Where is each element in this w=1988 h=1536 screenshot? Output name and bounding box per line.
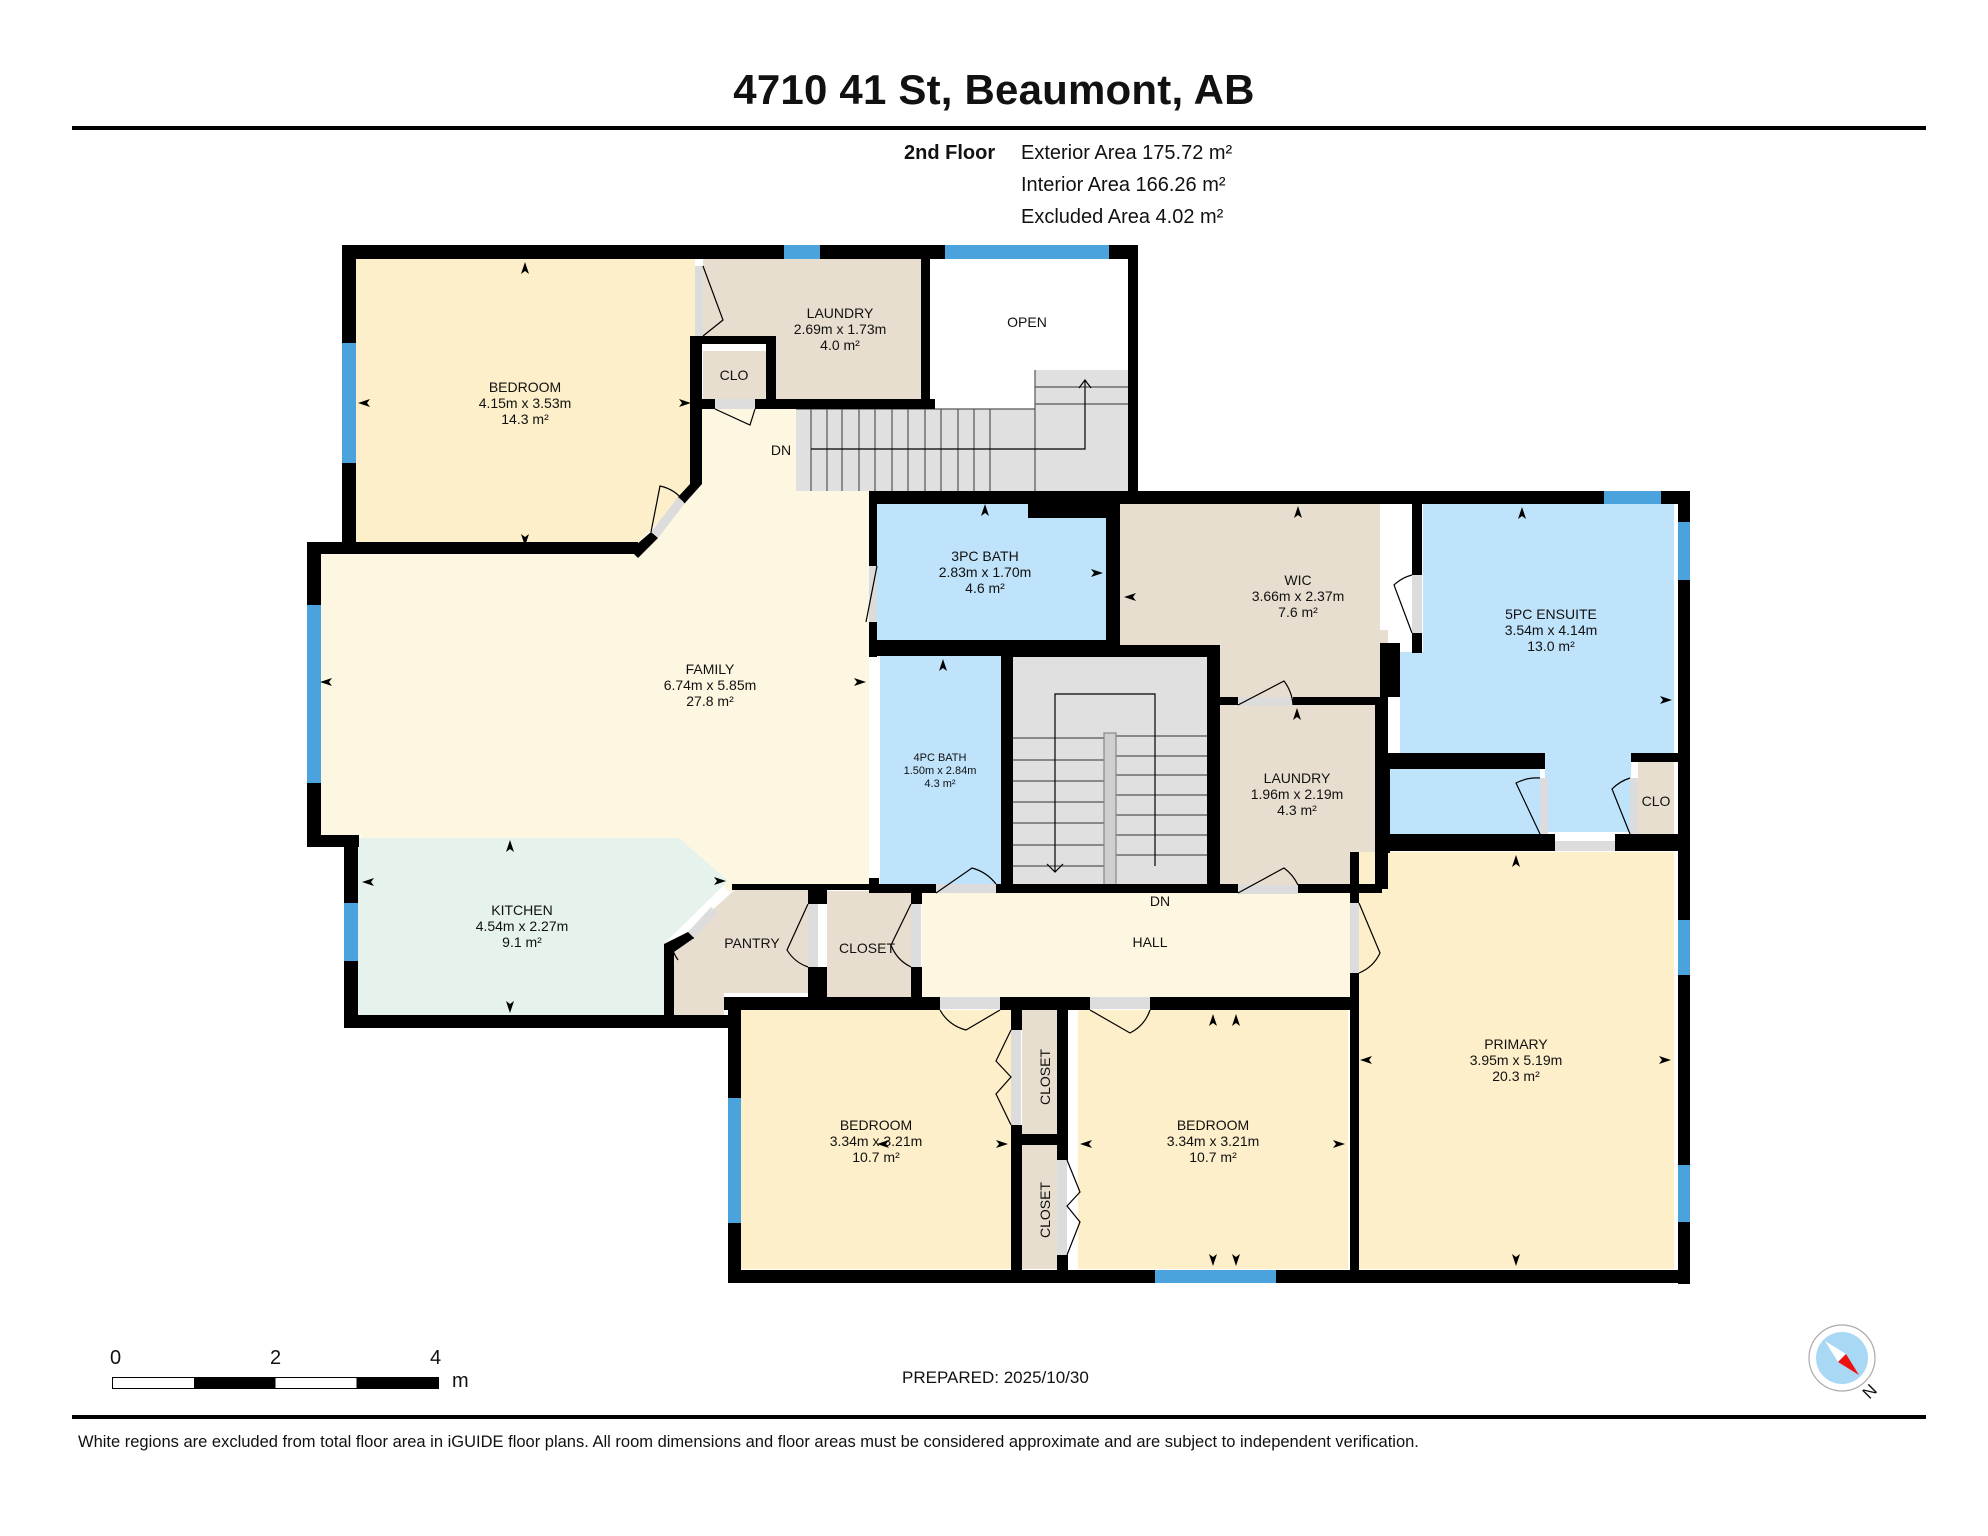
header-divider — [72, 126, 1926, 130]
label-bedroom-se-dims: 3.34m x 3.21m — [1167, 1133, 1260, 1149]
interior-area: Interior Area 166.26 m² — [1021, 174, 1226, 196]
label-clo-upper: CLO — [720, 367, 749, 383]
page-title: 4710 41 St, Beaumont, AB — [733, 66, 1255, 113]
room-clo-ensuite[interactable] — [1638, 762, 1674, 834]
label-primary-name: PRIMARY — [1484, 1036, 1548, 1052]
scale-unit: m — [452, 1370, 469, 1392]
label-3pc-bath-dims: 2.83m x 1.70m — [939, 564, 1032, 580]
label-laundry-lower-dims: 1.96m x 2.19m — [1251, 786, 1344, 802]
room-family[interactable] — [321, 408, 869, 895]
label-wic-name: WIC — [1284, 572, 1311, 588]
room-laundry-upper[interactable] — [703, 259, 921, 400]
room-closet-a[interactable] — [1022, 1010, 1057, 1134]
label-bedroom-nw-name: BEDROOM — [489, 379, 561, 395]
label-closet-b: CLOSET — [1037, 1182, 1053, 1238]
floor-label: 2nd Floor — [904, 142, 996, 164]
label-ensuite-name: 5PC ENSUITE — [1505, 606, 1597, 622]
label-hall: HALL — [1132, 934, 1167, 950]
room-bedroom-se[interactable] — [1078, 1010, 1348, 1269]
label-kitchen-area: 9.1 m² — [502, 934, 542, 950]
room-bedroom-nw[interactable] — [355, 259, 695, 550]
label-4pc-bath-dims: 1.50m x 2.84m — [904, 765, 977, 777]
label-primary-area: 20.3 m² — [1492, 1068, 1540, 1084]
label-laundry-lower-name: LAUNDRY — [1264, 770, 1331, 786]
scale-tick-4: 4 — [430, 1347, 442, 1369]
label-primary-dims: 3.95m x 5.19m — [1470, 1052, 1563, 1068]
room-closet-b[interactable] — [1022, 1145, 1057, 1269]
label-closet-a: CLOSET — [1037, 1049, 1053, 1105]
excluded-area: Excluded Area 4.02 m² — [1021, 206, 1224, 228]
room-hall[interactable] — [922, 893, 1350, 997]
windows — [307, 245, 1690, 1283]
door-swings — [650, 265, 1631, 1256]
room-laundry-lower[interactable] — [1220, 705, 1375, 885]
label-bedroom-se-area: 10.7 m² — [1189, 1149, 1237, 1165]
room-4pc-bath[interactable] — [880, 656, 1001, 884]
room-bedroom-sw[interactable] — [741, 1010, 1011, 1269]
label-stairs-upper-dn: DN — [771, 442, 791, 458]
label-ensuite-area: 13.0 m² — [1527, 638, 1575, 654]
dimension-arrows — [320, 262, 1672, 1266]
label-4pc-bath-name: 4PC BATH — [914, 752, 967, 764]
disclaimer-text: White regions are excluded from total fl… — [78, 1433, 1419, 1451]
label-kitchen-dims: 4.54m x 2.27m — [476, 918, 569, 934]
label-closet-hall: CLOSET — [839, 940, 895, 956]
scale-tick-2: 2 — [270, 1347, 282, 1369]
compass-icon — [1808, 1324, 1876, 1392]
label-family-dims: 6.74m x 5.85m — [664, 677, 757, 693]
room-kitchen[interactable] — [358, 838, 728, 1016]
label-bedroom-sw-dims: 3.34m x 3.21m — [830, 1133, 923, 1149]
label-laundry-upper-dims: 2.69m x 1.73m — [794, 321, 887, 337]
exterior-area: Exterior Area 175.72 m² — [1021, 142, 1233, 164]
room-closet-hall[interactable] — [827, 891, 911, 997]
room-ensuite-nook[interactable] — [1388, 769, 1540, 839]
footer-divider — [72, 1415, 1926, 1419]
label-laundry-lower-area: 4.3 m² — [1277, 802, 1317, 818]
label-pantry: PANTRY — [724, 935, 780, 951]
label-ensuite-dims: 3.54m x 4.14m — [1505, 622, 1598, 638]
label-3pc-bath-area: 4.6 m² — [965, 580, 1005, 596]
room-labels: BEDROOM 4.15m x 3.53m 14.3 m² LAUNDRY 2.… — [476, 305, 1671, 1238]
label-laundry-upper-area: 4.0 m² — [820, 337, 860, 353]
label-3pc-bath-name: 3PC BATH — [951, 548, 1018, 564]
prepared-date: PREPARED: 2025/10/30 — [902, 1368, 1089, 1387]
room-3pc-bath[interactable] — [876, 501, 1106, 640]
label-open: OPEN — [1007, 314, 1047, 330]
room-primary[interactable] — [1357, 852, 1674, 1269]
scale-bar-graphic — [112, 1377, 439, 1389]
label-bedroom-se-name: BEDROOM — [1177, 1117, 1249, 1133]
room-open[interactable] — [930, 259, 1128, 369]
label-4pc-bath-area: 4.3 m² — [924, 778, 956, 790]
label-clo-ensuite: CLO — [1642, 793, 1671, 809]
label-wic-area: 7.6 m² — [1278, 604, 1318, 620]
label-laundry-upper-name: LAUNDRY — [807, 305, 874, 321]
label-stairs-center-dn: DN — [1150, 893, 1170, 909]
label-kitchen-name: KITCHEN — [491, 902, 552, 918]
label-bedroom-nw-dims: 4.15m x 3.53m — [479, 395, 572, 411]
label-wic-dims: 3.66m x 2.37m — [1252, 588, 1345, 604]
label-family-name: FAMILY — [686, 661, 735, 677]
room-5pc-ensuite[interactable] — [1400, 504, 1674, 832]
scale-tick-0: 0 — [110, 1347, 122, 1369]
label-bedroom-sw-area: 10.7 m² — [852, 1149, 900, 1165]
label-bedroom-nw-area: 14.3 m² — [501, 411, 549, 427]
room-clo-upper[interactable] — [703, 351, 766, 399]
door-openings — [651, 266, 1638, 1255]
stairs-upper[interactable] — [796, 370, 1128, 491]
label-bedroom-sw-name: BEDROOM — [840, 1117, 912, 1133]
label-family-area: 27.8 m² — [686, 693, 734, 709]
